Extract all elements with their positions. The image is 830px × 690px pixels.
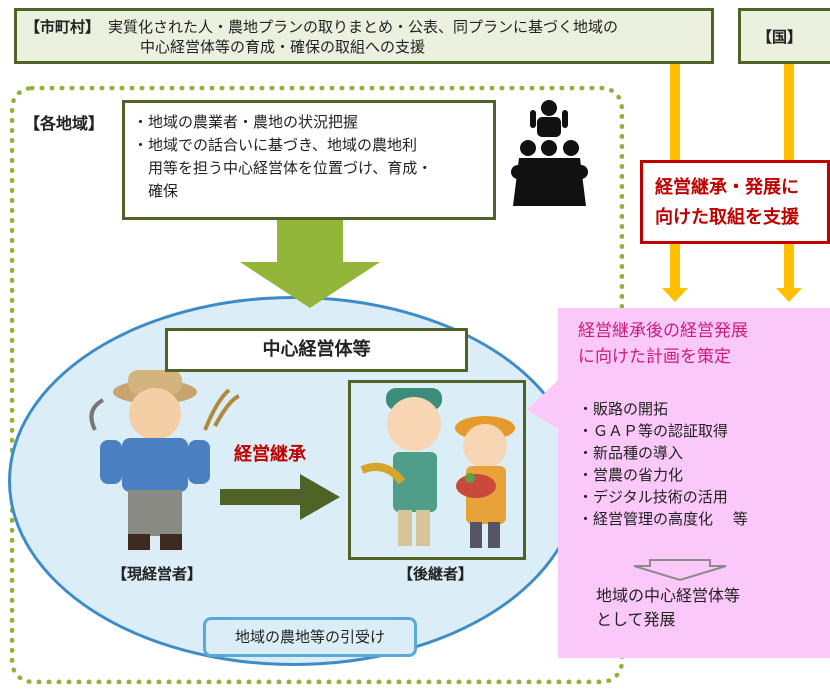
current-operator-label: 【現経営者】 <box>112 565 203 583</box>
plan-heading: 経営継承後の経営発展 に向けた計画を策定 <box>578 318 748 370</box>
national-tag: 【国】 <box>757 28 803 46</box>
support-line2: 向けた取組を支援 <box>655 207 799 228</box>
plan-item: ・ＧＡＰ等の認証取得 <box>578 422 729 440</box>
region-notes: ・地域の農業者・農地の状況把握 ・地域での話合いに基づき、地域の農地利 用等を担… <box>122 100 496 220</box>
result-line2: として発展 <box>596 610 676 629</box>
result-line1: 地域の中心経営体等 <box>596 586 741 605</box>
support-box: 経営継承・発展に 向けた取組を支援 <box>640 160 830 244</box>
plan-item: ・販路の開拓 <box>578 400 669 418</box>
core-label: 中心経営体等 <box>165 328 468 372</box>
land-takeover-box: 地域の農地等の引受け <box>203 617 417 657</box>
plan-line1: 経営継承後の経営発展 <box>578 321 748 341</box>
elderly-farmer-icon <box>89 370 240 550</box>
succession-arrow-icon <box>220 474 340 520</box>
plan-item: ・営農の省力化 <box>578 466 684 484</box>
plan-item: ・経営管理の高度化 等 <box>578 510 748 528</box>
callout-pointer <box>527 378 560 430</box>
region-label: 【各地域】 <box>24 114 105 133</box>
region-note-1: ・地域の農業者・農地の状況把握 <box>133 113 359 131</box>
plan-item: ・デジタル技術の活用 <box>578 488 728 506</box>
down-arrow-icon <box>240 220 380 308</box>
plan-item: ・新品種の導入 <box>578 444 684 462</box>
succession-label: 経営継承 <box>234 444 306 465</box>
support-line1: 経営継承・発展に <box>655 177 799 198</box>
municipality-line2: 中心経営体等の育成・確保の取組への支援 <box>140 38 426 56</box>
plan-panel <box>558 308 830 658</box>
hollow-down-arrow-icon <box>633 559 727 582</box>
group-silhouette-icon <box>511 100 588 206</box>
region-note-4: 確保 <box>133 182 179 200</box>
region-note-2: ・地域での話合いに基づき、地域の農地利 <box>133 136 417 154</box>
result-text: 地域の中心経営体等 として発展 <box>596 584 740 632</box>
municipality-line1: 実質化された人・農地プランの取りまとめ・公表、同プランに基づく地域の <box>108 18 619 36</box>
national-banner: 【国】 <box>738 8 830 64</box>
successor-frame <box>348 380 526 560</box>
municipality-tag: 【市町村】 <box>25 18 101 36</box>
municipality-banner: 【市町村】実質化された人・農地プランの取りまとめ・公表、同プランに基づく地域の … <box>14 8 714 64</box>
successor-couple-icon <box>360 388 515 548</box>
plan-line2: に向けた計画を策定 <box>578 347 731 367</box>
region-note-3: 用等を担う中心経営体を位置づけ、育成・ <box>133 159 433 177</box>
successor-label: 【後継者】 <box>398 565 474 583</box>
plan-items: ・販路の開拓 ・ＧＡＰ等の認証取得 ・新品種の導入 ・営農の省力化 ・デジタル技… <box>578 398 748 530</box>
